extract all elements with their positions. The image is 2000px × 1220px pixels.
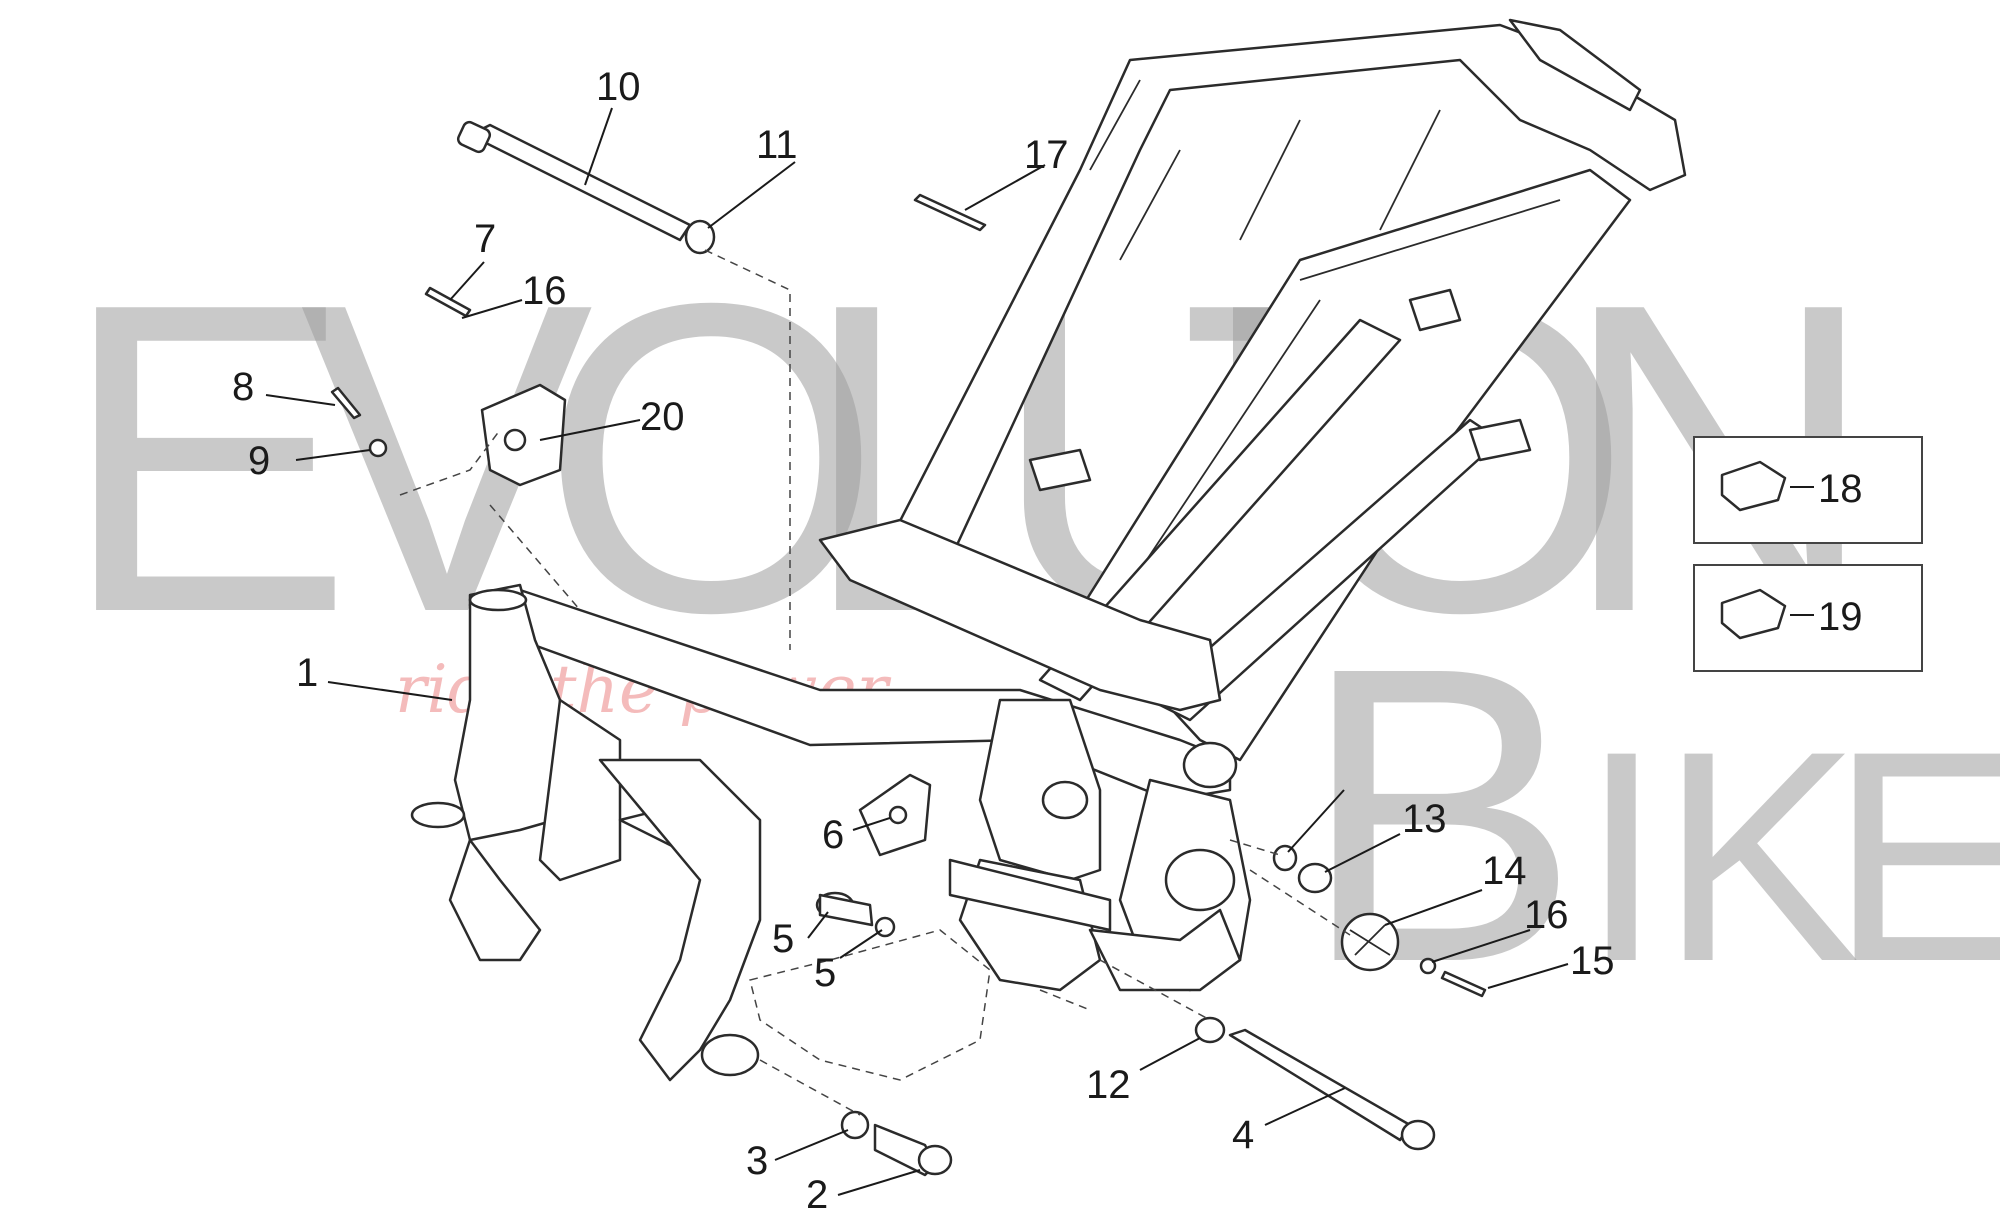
callout-18: 18 xyxy=(1818,467,1863,511)
loose-parts xyxy=(330,120,1487,1177)
callout-7: 6 xyxy=(822,813,844,857)
callout-6: 5 xyxy=(772,917,794,961)
callout-9: 8 xyxy=(232,365,254,409)
watermark-letter-e2: E xyxy=(1830,688,2000,1024)
bushing-13 xyxy=(1297,862,1333,894)
pin-17 xyxy=(913,193,987,232)
callout-5-left: 5 xyxy=(814,951,836,995)
callout-14: 14 xyxy=(1482,849,1527,893)
nut-16-right xyxy=(1419,957,1437,975)
callout-13: 13 xyxy=(1402,797,1447,841)
inset-box-18 xyxy=(1693,436,1923,544)
callout-12-bottom: 12 xyxy=(1086,1063,1131,1107)
callout-19: 19 xyxy=(1818,595,1863,639)
callout-16-left: 16 xyxy=(522,269,567,313)
nut-10 xyxy=(368,438,388,458)
bolt-9 xyxy=(330,386,362,420)
motorcycle-frame xyxy=(410,18,1687,1082)
callout-17: 17 xyxy=(1024,133,1069,177)
callout-1: 1 xyxy=(296,651,318,695)
clip-nut-19-icon xyxy=(1720,588,1787,640)
watermark-letter-k: K xyxy=(1660,688,1860,1024)
callout-15: 15 xyxy=(1570,939,1615,983)
callout-16-right: 16 xyxy=(1524,893,1569,937)
callout-4: 4 xyxy=(1232,1113,1254,1157)
clip-nut-18-icon xyxy=(1720,460,1787,512)
watermark-letter-b: B xyxy=(1300,581,1580,1050)
washer-12-top xyxy=(684,219,716,255)
screw-15 xyxy=(1440,970,1487,998)
watermark-letter-i2: I xyxy=(1580,688,1663,1024)
washer-12-bottom xyxy=(1194,1016,1226,1044)
callout-10: 9 xyxy=(248,439,270,483)
washer-3 xyxy=(840,1110,870,1140)
callout-8: 7 xyxy=(474,217,496,261)
callout-12-top: 11 xyxy=(756,123,798,167)
inset-box-19 xyxy=(1693,564,1923,672)
washer-5-right xyxy=(1272,844,1298,872)
callouts: 10 11 17 7 16 8 9 20 1 6 5 5 13 14 16 15… xyxy=(232,65,1863,1217)
callout-2: 2 xyxy=(806,1173,828,1217)
callout-3: 3 xyxy=(746,1139,768,1183)
alignment-lines xyxy=(399,249,1351,1116)
callout-20: 20 xyxy=(640,395,685,439)
leader-lines xyxy=(265,107,1814,1196)
callout-11: 10 xyxy=(596,65,641,109)
